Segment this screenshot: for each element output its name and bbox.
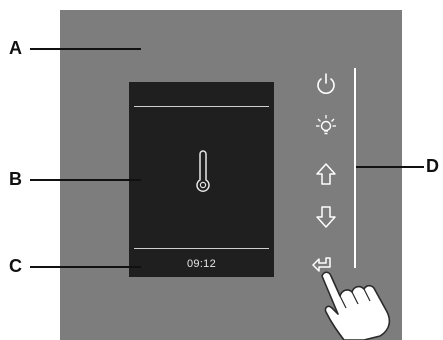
- callout-label-b: B: [9, 170, 22, 188]
- down-button[interactable]: [313, 204, 339, 230]
- light-button[interactable]: [313, 112, 339, 138]
- callout-leader-c: [30, 266, 141, 268]
- pointing-hand-icon: [316, 268, 406, 340]
- up-button[interactable]: [313, 161, 339, 187]
- arrow-up-icon: [313, 161, 339, 187]
- callout-label-a: A: [9, 39, 22, 57]
- callout-leader-a: [30, 48, 141, 50]
- callout-label-d: D: [426, 157, 439, 175]
- clock-time: 09:12: [129, 258, 274, 270]
- callout-label-c: C: [9, 257, 22, 275]
- display-top-divider: [134, 106, 269, 107]
- thermometer-icon: [194, 150, 212, 194]
- callout-leader-b: [30, 179, 141, 181]
- arrow-down-icon: [313, 204, 339, 230]
- display-bottom-divider: [134, 248, 269, 249]
- light-bulb-icon: [313, 112, 339, 138]
- display-screen: 09:12: [129, 82, 274, 277]
- power-icon: [313, 71, 339, 97]
- callout-leader-d: [356, 166, 424, 168]
- button-column-bracket: [354, 68, 356, 268]
- power-button[interactable]: [313, 71, 339, 97]
